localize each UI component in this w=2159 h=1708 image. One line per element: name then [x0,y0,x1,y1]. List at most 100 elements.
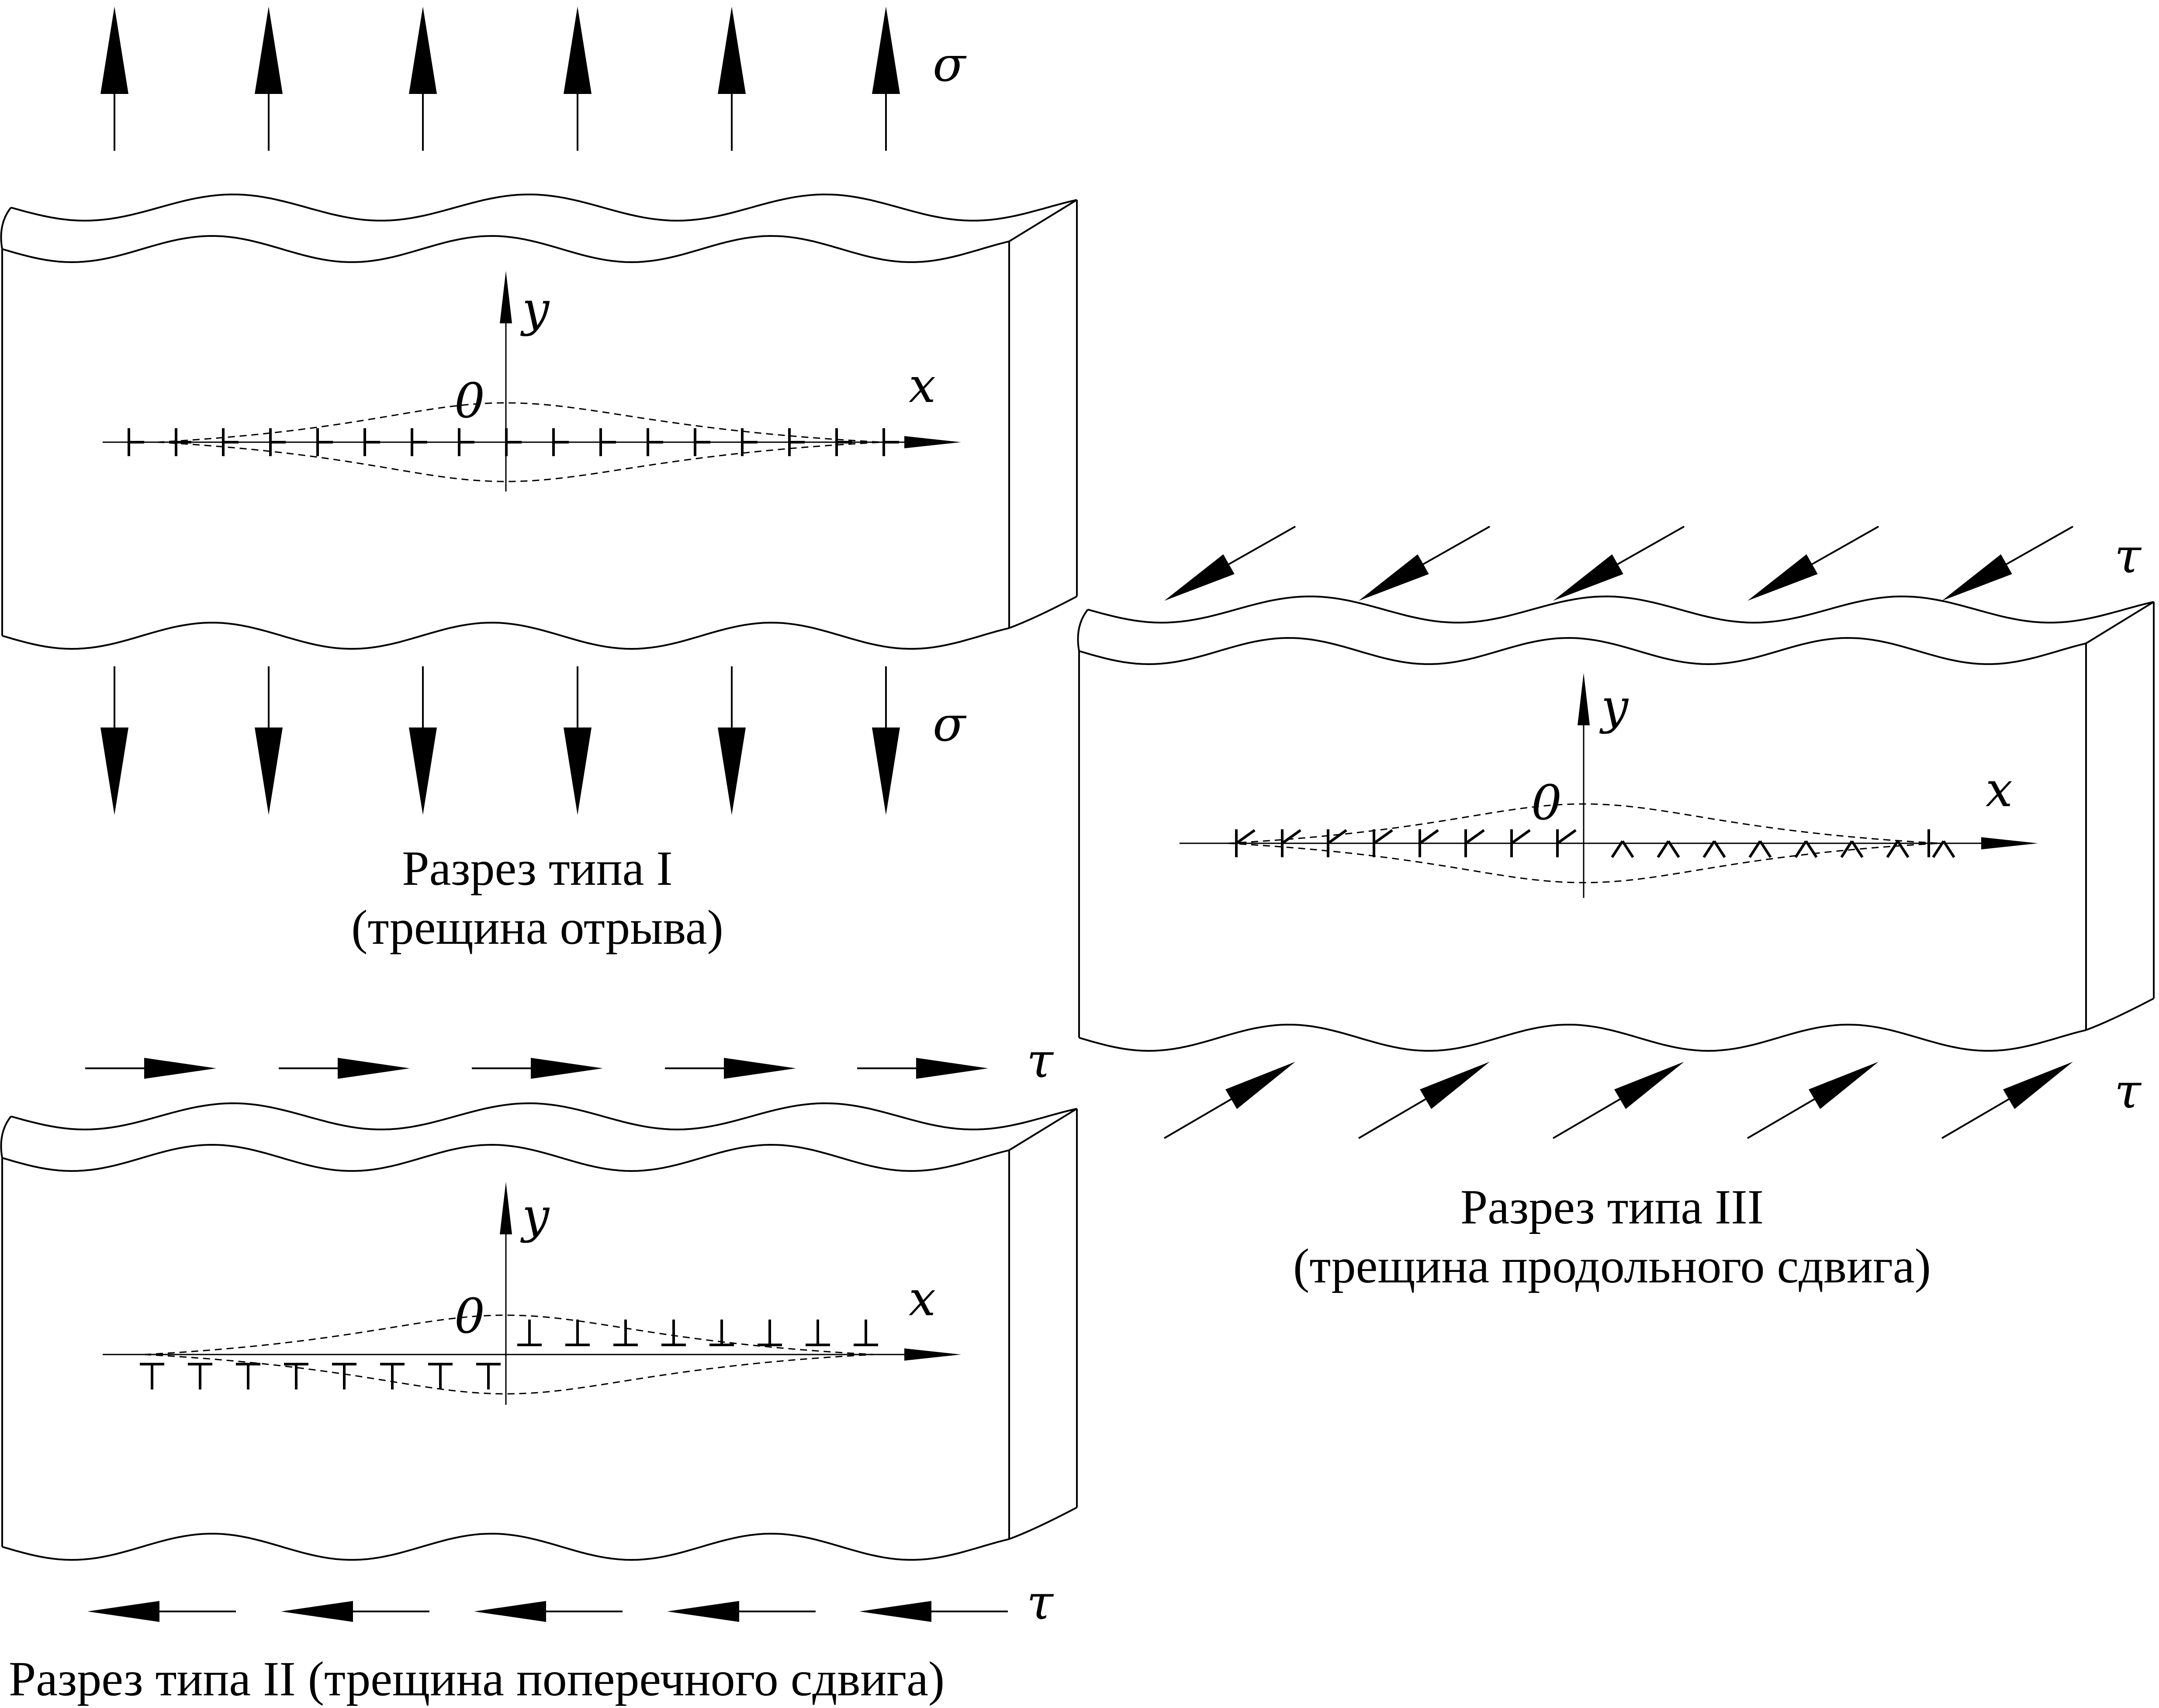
tau-arrow-diag-up-2-head [1420,1062,1490,1109]
crack-opening-upper-profile [144,1314,874,1355]
tau-arrow-diag-down-3-shaft [1617,526,1685,565]
dislocation-mark-stub [1465,829,1485,845]
sigma-arrow-down-3-head [409,728,437,815]
x-axis-arrowhead [1981,837,2038,849]
tau-arrow-diag-down-1-shaft [1228,526,1296,565]
front-top-edge [2,235,1010,263]
top-left-corner [0,207,12,249]
y-axis-label: y [520,281,550,337]
tau-arrow-right-4-head [724,1058,796,1079]
tau-arrow-diag-up-3-shaft [1552,1098,1621,1139]
tau-arrow-diag-up-2-shaft [1358,1098,1426,1139]
caption-type-1-line2: (трещина отрыва) [351,901,723,955]
tau-label-bottom: τ [1027,1574,1054,1630]
side-top-edge [2085,601,2155,644]
origin-label: 0 [454,373,485,429]
shear-arrows-bottom [1163,1062,2073,1139]
crack-opening-upper-profile [157,402,883,443]
dislocation-mark [1932,840,1945,858]
tau-arrow-diag-up-1-shaft [1163,1098,1232,1139]
tau-label-bottom: τ [2114,1063,2142,1119]
tau-arrow-right-2-head [338,1058,410,1079]
panel-type-3: τ τ y x 0 Разрез типа III (трещина продо… [1077,526,2155,1293]
tau-arrow-right-1-head [144,1058,216,1079]
caption-type-3-line2: (трещина продольного сдвига) [1293,1239,1931,1293]
dislocation-mark-stub [1511,829,1531,845]
tau-arrow-diag-down-3-head [1553,554,1623,601]
tau-arrow-diag-down-2-shaft [1422,526,1490,565]
x-axis-label: x [909,1271,936,1327]
y-axis-arrowhead [500,1182,512,1234]
shear-arrows-top [85,1058,988,1079]
dislocation-mark-stub [1896,840,1910,858]
front-bottom-edge [1079,1023,2086,1052]
sigma-arrow-down-1-head [100,728,128,815]
dislocation-mark-stub [1942,840,1955,858]
tau-arrow-left-4-head [667,1601,739,1622]
shear-arrows-top [1164,526,2073,601]
dislocation-row-type-1 [128,428,899,456]
sigma-arrow-up-3-head [409,7,437,94]
dislocation-mark-stub [1419,829,1439,845]
x-axis-arrowhead [904,1348,961,1361]
sigma-arrow-down-4-head [564,728,592,815]
tau-arrow-diag-down-5-shaft [2006,526,2073,565]
y-axis-label: y [520,1188,550,1244]
caption-type-2: Разрез типа II (трещина поперечного сдви… [9,1652,945,1706]
dislocation-mark-stub [1667,840,1680,858]
sigma-label-bottom: σ [933,696,967,752]
sigma-arrow-down-6-head [872,728,900,815]
tau-arrow-diag-up-3-head [1614,1062,1684,1109]
x-axis-label: x [1986,762,2013,818]
shear-arrows-bottom [87,1601,1008,1622]
specimen-block-type-2 [0,1102,1078,1561]
back-top-edge [1087,595,2154,624]
dislocation-mark-stub [1373,829,1393,845]
tau-arrow-left-1-head [87,1601,159,1622]
caption-type-1-line1: Разрез типа I [402,842,672,896]
x-axis-label: x [909,357,936,413]
dislocation-mark-stub [1805,840,1818,858]
dislocation-mark [1611,840,1624,858]
tau-arrow-right-5-head [916,1058,988,1079]
tau-arrow-left-3-head [474,1601,546,1622]
caption-type-3-line1: Разрез типа III [1460,1180,1764,1234]
x-axis-arrowhead [904,436,961,448]
dislocation-mark [1840,840,1853,858]
tau-arrow-diag-down-1-head [1164,554,1235,601]
dislocation-mark [1657,840,1670,858]
axes-type-2 [103,1182,961,1405]
side-bottom-edge [1009,1507,1077,1540]
tau-arrow-diag-down-2-head [1359,554,1429,601]
panel-type-2: τ τ y x 0 Разрез типа II (трещина попере… [0,1032,1078,1706]
y-axis-label: y [1599,679,1629,734]
y-axis-arrowhead [1578,673,1590,725]
tau-arrow-diag-up-5-head [2003,1062,2073,1109]
sigma-arrow-up-6-head [872,7,900,94]
side-bottom-edge [1009,596,1077,629]
crack-opening-lower-profile [157,441,883,482]
tau-arrow-left-2-head [281,1601,353,1622]
tau-arrow-diag-down-4-shaft [1811,526,1879,565]
tau-arrow-diag-down-4-head [1747,554,1818,601]
origin-label: 0 [454,1288,485,1344]
top-left-corner [0,1116,12,1158]
front-top-edge [2,1143,1010,1172]
sigma-arrow-up-5-head [718,7,746,94]
dislocation-row-type-2 [140,1320,878,1389]
sigma-arrow-up-2-head [255,7,283,94]
dislocation-row-type-3 [1235,829,1955,858]
tau-arrow-left-5-head [859,1601,931,1622]
tau-arrow-diag-down-5-head [1942,554,2012,601]
crack-opening-lower-profile [144,1354,874,1395]
dislocation-mark [1886,840,1899,858]
dislocation-mark-stub [1851,840,1864,858]
front-bottom-edge [2,621,1010,650]
tau-arrow-diag-up-4-shaft [1747,1098,1815,1139]
dislocation-mark [1748,840,1761,858]
specimen-block-type-1 [0,193,1078,650]
dislocation-mark-stub [1621,840,1634,858]
sigma-arrow-up-1-head [100,7,128,94]
dislocation-mark-stub [1235,829,1256,845]
